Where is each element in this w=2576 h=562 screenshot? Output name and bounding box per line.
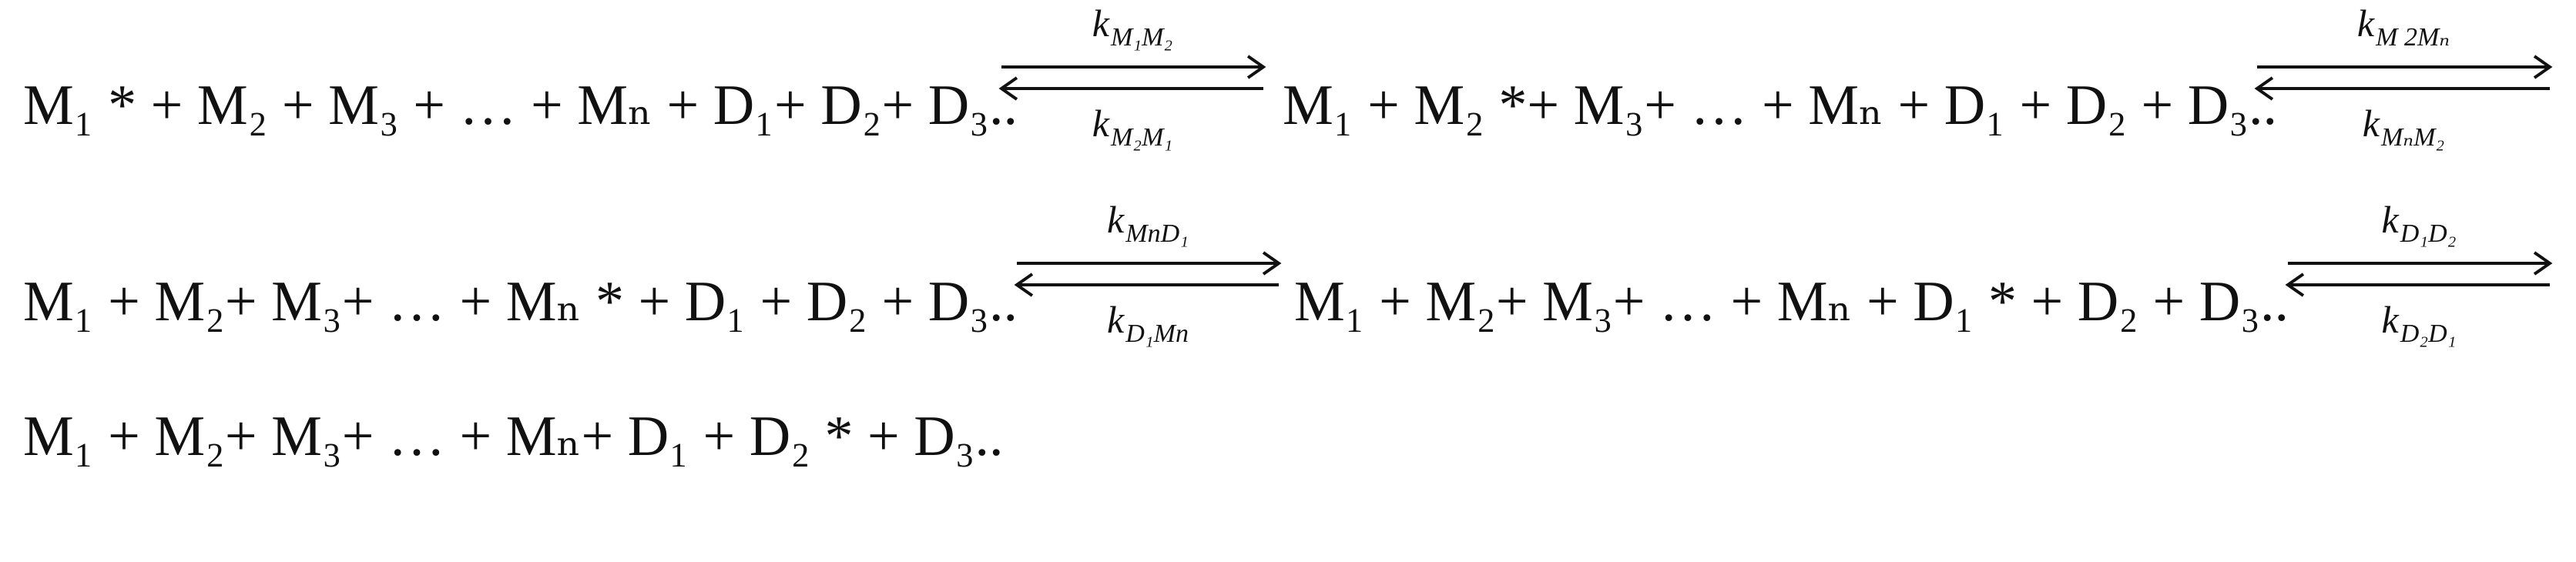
equilibrium-arrow-m1-m2: kM₁M₂ kM₂M₁ <box>994 4 1271 158</box>
equilibrium-arrows-icon <box>2254 55 2553 101</box>
rate-subscript: D₁D₂ <box>2400 219 2457 248</box>
equilibrium-arrow-m2-mn: kM 2Mₙ kMₙM₂ <box>2249 4 2558 158</box>
rate-subscript: MnD₁ <box>1125 219 1189 248</box>
rate-constant-reverse: kD₁Mn <box>1107 300 1189 347</box>
equilibrium-arrows-icon <box>998 55 1266 101</box>
rate-symbol: k <box>1107 298 1125 341</box>
equilibrium-arrows-icon <box>2285 251 2553 297</box>
equilibrium-arrows-icon <box>1014 251 1282 297</box>
rate-constant-reverse: kMₙM₂ <box>2363 104 2444 151</box>
rate-subscript: M 2Mₙ <box>2376 22 2450 52</box>
rate-symbol: k <box>2356 2 2375 45</box>
state-m1-excited: M₁ * + M₂ + M₃ + … + Mₙ + D₁+ D₂+ D₃.. <box>23 74 1018 137</box>
equilibrium-arrow-mn-d1: kMnD₁ kD₁Mn <box>1009 200 1286 354</box>
state-d1-excited: M₁ + M₂+ M₃+ … + Mₙ + D₁ * + D₂ + D₃.. <box>1294 270 2289 333</box>
rate-subscript: D₁Mn <box>1125 319 1189 348</box>
rate-symbol: k <box>2362 102 2380 145</box>
state-d2-excited: M₁ + M₂+ M₃+ … + Mₙ+ D₁ + D₂ * + D₃.. <box>23 405 1004 468</box>
equilibrium-arrow-d1-d2: kD₁D₂ kD₂D₁ <box>2280 200 2558 354</box>
rate-subscript: D₂D₁ <box>2400 319 2457 348</box>
state-mn-excited: M₁ + M₂+ M₃+ … + Mₙ * + D₁ + D₂ + D₃.. <box>23 270 1018 333</box>
rate-symbol: k <box>1107 198 1125 241</box>
rate-symbol: k <box>2381 198 2399 241</box>
rate-symbol: k <box>1092 2 1109 45</box>
rate-subscript: M₂M₁ <box>1110 122 1173 152</box>
rate-constant-forward: kD₁D₂ <box>2382 200 2457 247</box>
rate-constant-forward: kM₁M₂ <box>1092 4 1173 51</box>
rate-constant-forward: kMnD₁ <box>1107 200 1189 247</box>
state-m2-excited: M₁ + M₂ *+ M₃+ … + Mₙ + D₁ + D₂ + D₃.. <box>1283 74 2277 137</box>
rate-subscript: MₙM₂ <box>2380 122 2445 152</box>
rate-symbol: k <box>2381 298 2399 341</box>
rate-constant-reverse: kM₂M₁ <box>1092 104 1173 151</box>
rate-constant-forward: kM 2Mₙ <box>2357 4 2450 51</box>
rate-subscript: M₁M₂ <box>1110 22 1173 52</box>
rate-constant-reverse: kD₂D₁ <box>2382 300 2457 347</box>
rate-symbol: k <box>1092 102 1109 145</box>
